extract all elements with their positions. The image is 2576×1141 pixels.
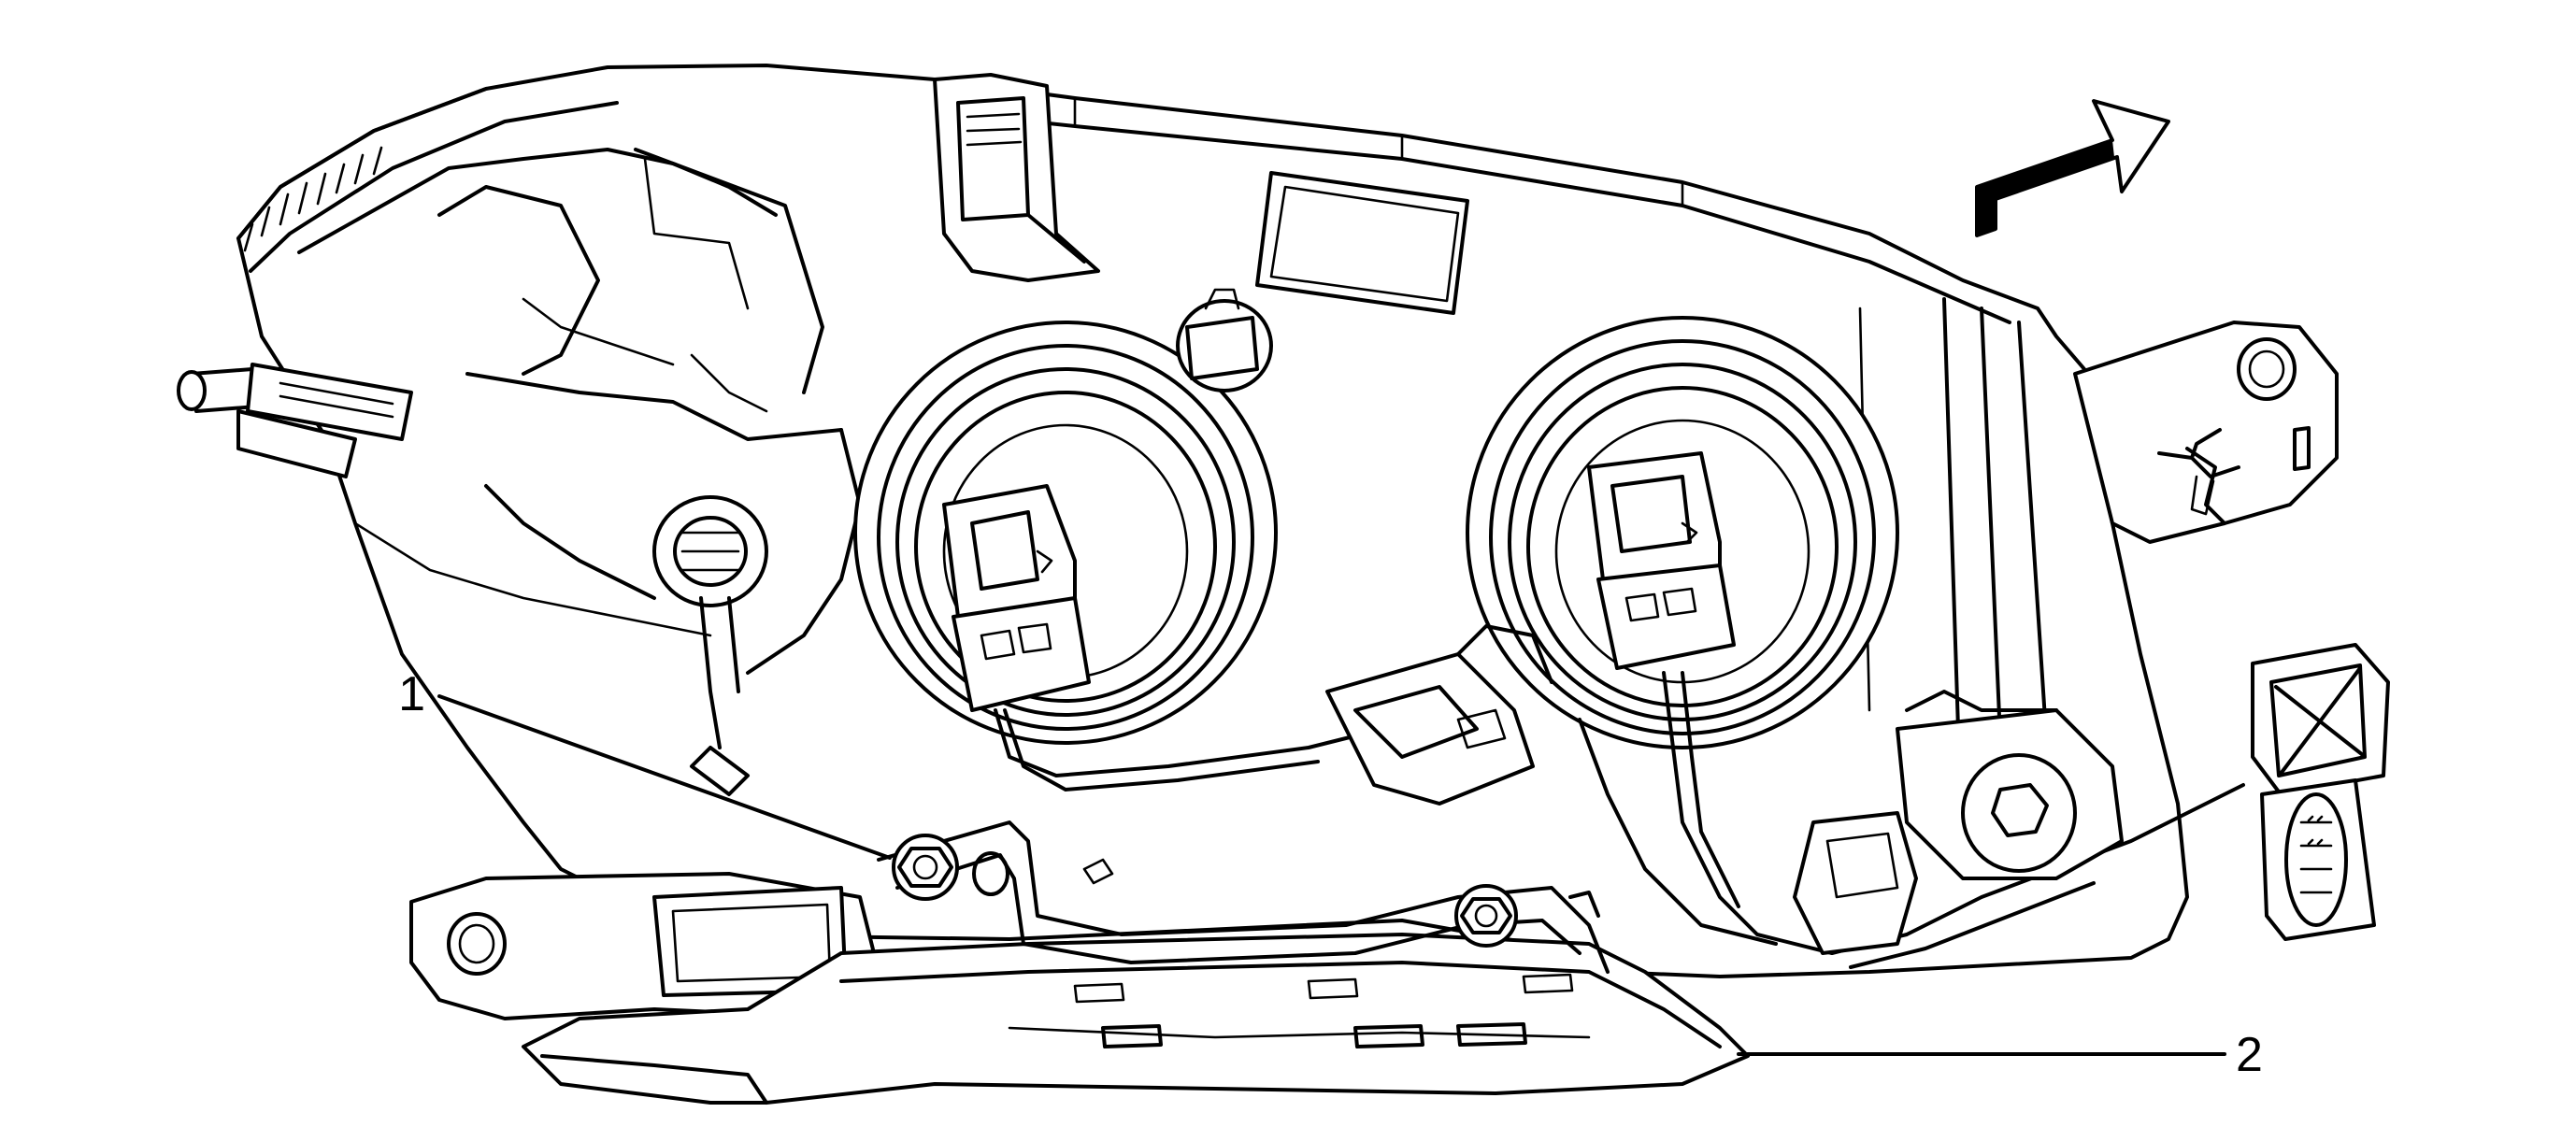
right-mounting-bracket: [2073, 321, 2339, 544]
callout-label-1: 1: [398, 667, 425, 721]
leader-line-1: [437, 694, 892, 860]
housing-interior-detail: [297, 148, 862, 675]
turn-signal-socket: [1793, 690, 2124, 955]
callout-2: 2: [1737, 1028, 2263, 1082]
adjuster-rod: [177, 363, 413, 478]
right-bulb-socket: [1466, 316, 1899, 749]
lower-bezel: [522, 933, 1750, 1105]
mounting-bolt-1: [892, 834, 1009, 901]
forward-arrow-icon: [1975, 99, 2170, 237]
top-mounting-clip: [933, 73, 1100, 282]
callout-1: 1: [398, 667, 892, 860]
lower-mounting-bracket: [409, 872, 880, 1020]
wiring-harness: [994, 624, 2245, 969]
mounting-bolt-2: [1454, 884, 1518, 948]
vent-cap: [1176, 288, 1273, 392]
left-bulb-socket: [853, 321, 1278, 745]
label-recess: [1255, 171, 1469, 315]
side-marker-socket: [652, 495, 768, 796]
electrical-connector: [2251, 643, 2390, 941]
callout-label-2: 2: [2236, 1028, 2263, 1082]
